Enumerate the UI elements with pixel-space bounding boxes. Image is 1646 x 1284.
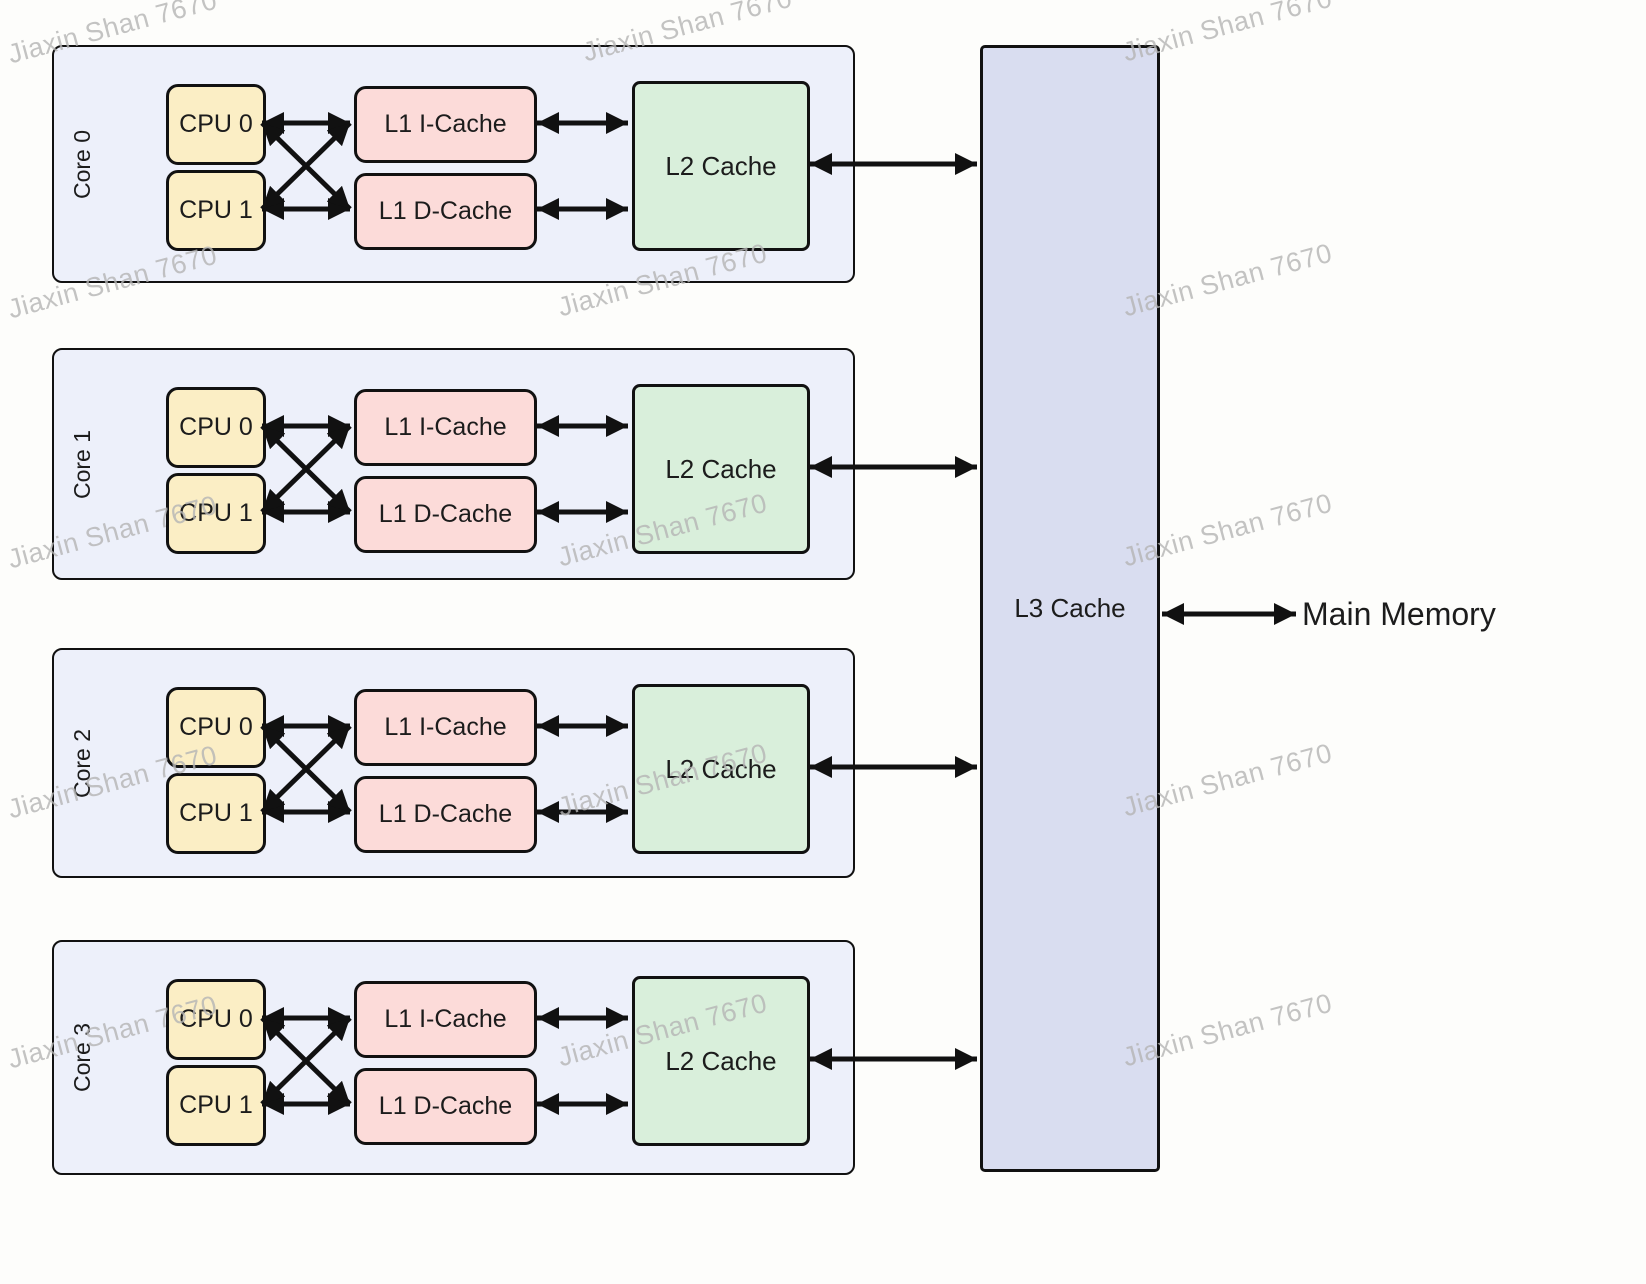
l3-cache-box: L3 Cache bbox=[980, 45, 1160, 1172]
core-2-l1-dcache-box: L1 D-Cache bbox=[354, 776, 537, 853]
core-2-container: Core 2 CPU 0 CPU 1 L1 I-Cache L1 D-Cache… bbox=[52, 648, 855, 878]
core-0-l1-icache-box: L1 I-Cache bbox=[354, 86, 537, 163]
main-memory-label: Main Memory bbox=[1302, 595, 1496, 632]
core-0-label-area: Core 0 bbox=[54, 47, 112, 281]
core-0-cpu-0-box: CPU 0 bbox=[166, 84, 266, 165]
core-1-label: Core 1 bbox=[69, 429, 96, 499]
core-2-label-area: Core 2 bbox=[54, 650, 112, 876]
core-3-cpu-0-box: CPU 0 bbox=[166, 979, 266, 1060]
core-0-container: Core 0 CPU 0 CPU 1 L1 I-Cache L1 D-Cache… bbox=[52, 45, 855, 283]
core-3-l1-icache-box: L1 I-Cache bbox=[354, 981, 537, 1058]
core-1-l1-dcache-box: L1 D-Cache bbox=[354, 476, 537, 553]
core-2-cpu-1-box: CPU 1 bbox=[166, 773, 266, 854]
core-3-cpu-1-box: CPU 1 bbox=[166, 1065, 266, 1146]
core-1-cpu-0-box: CPU 0 bbox=[166, 387, 266, 468]
core-0-l2-cache-box: L2 Cache bbox=[632, 81, 810, 251]
core-2-cpu-0-box: CPU 0 bbox=[166, 687, 266, 768]
core-1-container: Core 1 CPU 0 CPU 1 L1 I-Cache L1 D-Cache… bbox=[52, 348, 855, 580]
core-0-l1-dcache-box: L1 D-Cache bbox=[354, 173, 537, 250]
core-3-label: Core 3 bbox=[69, 1022, 96, 1093]
core-2-l2-cache-box: L2 Cache bbox=[632, 684, 810, 854]
core-3-l2-cache-box: L2 Cache bbox=[632, 976, 810, 1146]
core-0-label: Core 0 bbox=[69, 129, 96, 199]
core-3-l1-dcache-box: L1 D-Cache bbox=[354, 1068, 537, 1145]
core-2-label: Core 2 bbox=[69, 728, 96, 798]
core-1-l2-cache-box: L2 Cache bbox=[632, 384, 810, 554]
core-3-container: Core 3 CPU 0 CPU 1 L1 I-Cache L1 D-Cache… bbox=[52, 940, 855, 1175]
core-1-label-area: Core 1 bbox=[54, 350, 112, 578]
core-1-l1-icache-box: L1 I-Cache bbox=[354, 389, 537, 466]
core-3-label-area: Core 3 bbox=[54, 942, 112, 1173]
core-1-cpu-1-box: CPU 1 bbox=[166, 473, 266, 554]
core-0-cpu-1-box: CPU 1 bbox=[166, 170, 266, 251]
core-2-l1-icache-box: L1 I-Cache bbox=[354, 689, 537, 766]
